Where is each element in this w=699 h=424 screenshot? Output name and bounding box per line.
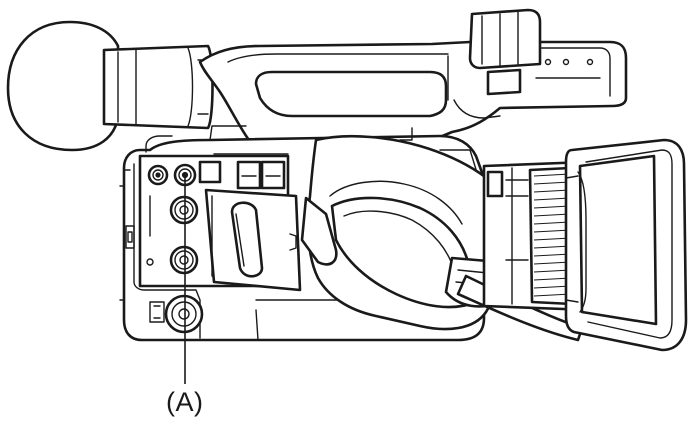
xlr-input-1 — [169, 195, 199, 225]
viewfinder-barrel — [102, 44, 214, 130]
small-terminal — [147, 164, 169, 186]
xlr-input-2 — [169, 245, 199, 275]
terminal-cover — [204, 188, 302, 292]
terminal-panel — [125, 153, 302, 339]
dc-in-connector — [149, 294, 204, 334]
screw-hole — [146, 258, 154, 266]
lens-focus-ring — [482, 160, 592, 312]
microphone-holder — [468, 8, 542, 96]
callout-label-a: (A) — [166, 387, 204, 417]
switch-block — [198, 153, 289, 190]
lens-hood — [564, 138, 688, 352]
eyecup — [6, 20, 120, 152]
